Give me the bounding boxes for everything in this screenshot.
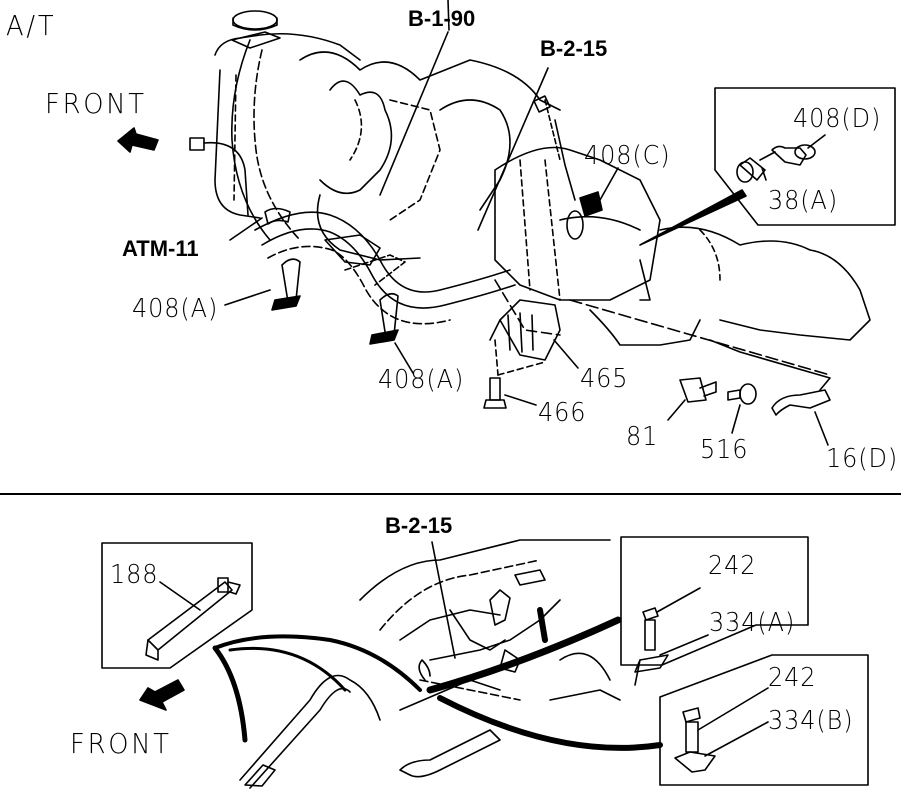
inset-parts-188	[145, 577, 241, 661]
callout-242a: 242	[708, 551, 757, 581]
callout-334b: 334(B)	[768, 706, 854, 736]
callout-38a: 38(A)	[768, 186, 839, 216]
chassis-outline	[239, 539, 621, 789]
front-label-top: FRONT	[45, 87, 147, 120]
leader-lines-top	[224, 0, 829, 446]
callout-242b: 242	[768, 663, 817, 693]
callout-408c: 408(C)	[584, 141, 671, 171]
ref-b-2-15[interactable]: B-2-15	[540, 36, 608, 61]
inset-box-334b	[659, 654, 869, 786]
front-arrow-icon-bottom	[139, 679, 185, 711]
inset-parts-334b	[674, 687, 769, 773]
callout-466: 466	[538, 398, 587, 428]
ref-b-2-15-bottom[interactable]: B-2-15	[385, 513, 453, 538]
front-label-bottom: FRONT	[70, 727, 172, 760]
ref-b-1-90[interactable]: B-1-90	[408, 6, 476, 31]
inset-box-408d	[714, 87, 896, 226]
inset-box-334a	[620, 536, 809, 666]
callout-408a-mid: 408(A)	[378, 365, 465, 395]
callout-334a: 334(A)	[709, 608, 796, 638]
callout-16d: 16(D)	[826, 444, 899, 474]
callout-408d: 408(D)	[793, 104, 882, 134]
ref-atm-11[interactable]: ATM-11	[122, 236, 199, 261]
inset-parts-334a	[634, 587, 709, 686]
engine-outline	[189, 10, 871, 416]
front-arrow-icon	[117, 127, 159, 153]
callout-516: 516	[700, 435, 749, 465]
callout-408a-left: 408(A)	[132, 294, 219, 324]
callout-465: 465	[580, 364, 629, 394]
diagram-title: A/T	[6, 9, 57, 42]
inset-box-188	[101, 542, 253, 669]
callout-81: 81	[626, 422, 659, 452]
inset-parts-408d	[736, 134, 826, 183]
callout-188: 188	[110, 560, 159, 590]
